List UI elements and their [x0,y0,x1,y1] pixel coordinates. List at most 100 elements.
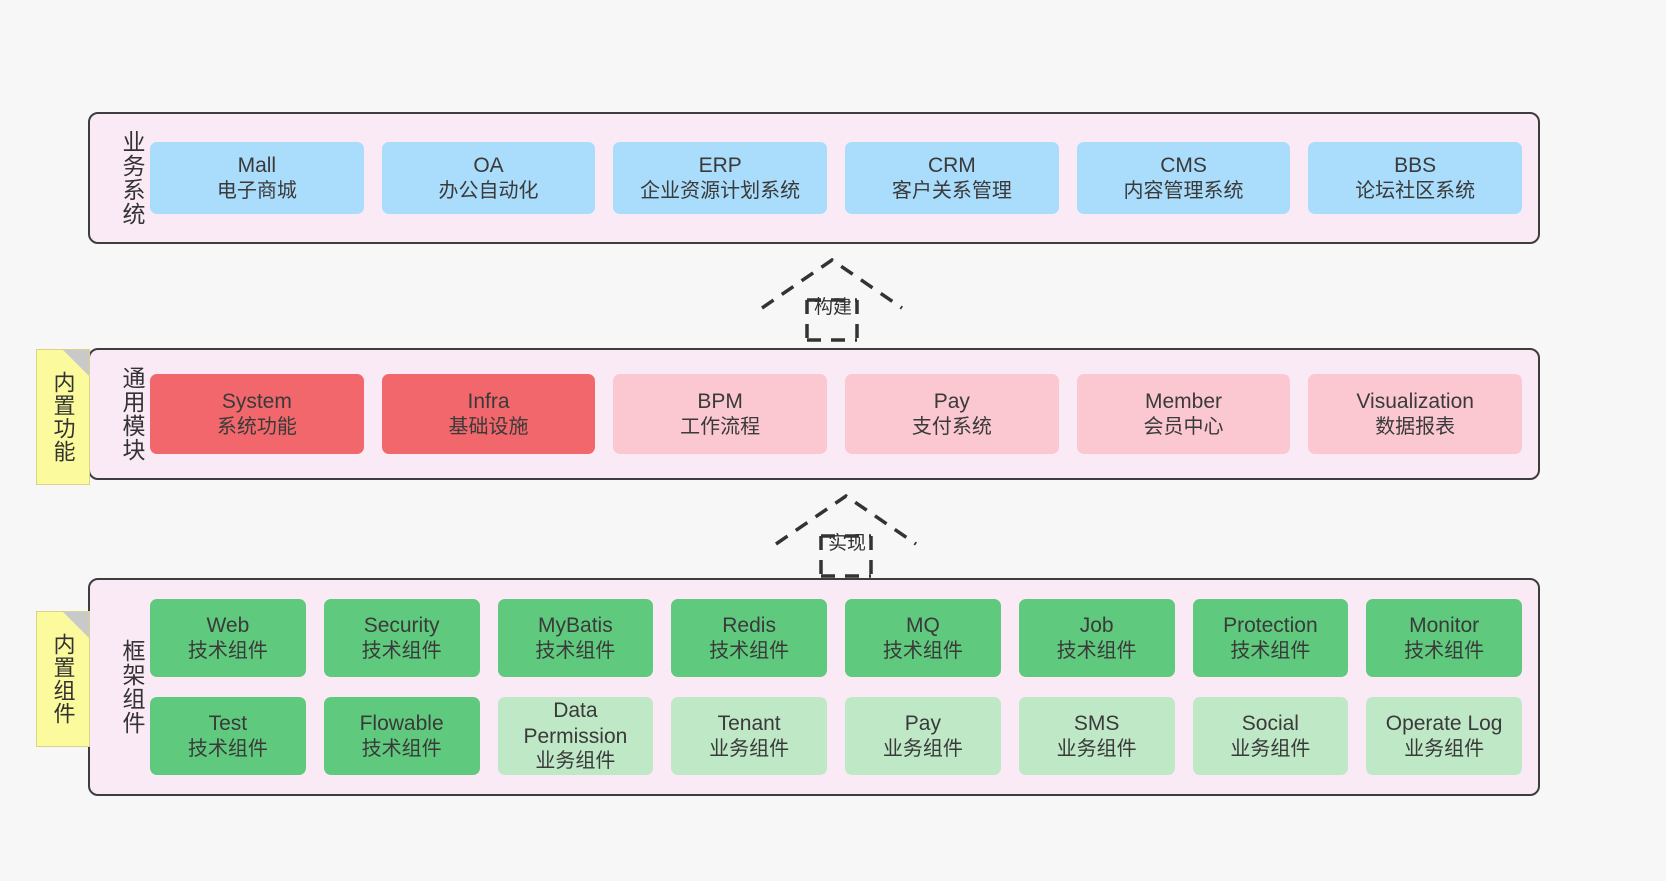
layer-common-modules: 通用模块 System 系统功能 Infra 基础设施 BPM 工作流程 Pay… [88,348,1540,480]
card-title: SMS [1073,712,1120,735]
card-title: Web [206,614,250,637]
layer-title-framework: 框架组件 [119,639,145,735]
card-title: Pay [904,712,941,735]
card-title: MQ [905,614,940,637]
card-subtitle: 企业资源计划系统 [640,179,801,202]
layer-framework-components: 框架组件 Web 技术组件 Security 技术组件 MyBatis 技术组件… [88,578,1540,796]
card-subtitle: 技术组件 [1056,639,1137,662]
card-data-permission[interactable]: Data Permission 业务组件 [497,697,654,775]
card-subtitle: 业务组件 [535,750,616,773]
layer-business-systems: 业务系统 Mall 电子商城 OA 办公自动化 ERP 企业资源计划系统 CRM… [88,112,1540,244]
card-crm[interactable]: CRM 客户关系管理 [845,142,1059,214]
page-fold-icon [63,612,89,638]
card-subtitle: 技术组件 [187,639,268,662]
card-sms[interactable]: SMS 业务组件 [1018,697,1175,775]
card-subtitle: 会员中心 [1143,415,1224,438]
card-subtitle: 内容管理系统 [1123,179,1244,202]
card-infra[interactable]: Infra 基础设施 [381,374,596,454]
card-title: Mall [237,154,277,177]
card-title: OA [473,154,504,177]
card-subtitle: 系统功能 [216,415,297,438]
card-subtitle: 电子商城 [216,179,297,202]
card-operate-log[interactable]: Operate Log 业务组件 [1366,697,1522,775]
card-title: BPM [697,390,743,413]
card-title: Member [1145,390,1223,413]
card-title: Visualization [1356,390,1474,413]
arrow-build: 构建 [752,256,912,342]
dashed-up-arrow-icon [761,257,903,342]
card-row: Test 技术组件 Flowable 技术组件 Data Permission … [150,697,1522,775]
card-subtitle: 业务组件 [1056,737,1137,760]
arrow-implement: 实现 [766,492,926,578]
card-subtitle: 技术组件 [709,639,790,662]
layer-title-business: 业务系统 [119,130,145,226]
card-title: Social [1241,712,1299,735]
card-subtitle: 业务组件 [1230,737,1311,760]
card-redis[interactable]: Redis 技术组件 [671,599,827,677]
card-oa[interactable]: OA 办公自动化 [381,142,596,214]
card-subtitle: 技术组件 [187,737,268,760]
card-bpm[interactable]: BPM 工作流程 [613,374,828,454]
card-erp[interactable]: ERP 企业资源计划系统 [613,142,828,214]
arrow-label-implement: 实现 [828,533,867,554]
card-subtitle: 支付系统 [911,415,992,438]
card-title: MyBatis [538,614,613,637]
card-subtitle: 技术组件 [1404,639,1485,662]
card-title: System [221,390,292,413]
card-title: Operate Log [1385,712,1503,735]
sticky-note-builtin-components: 内置组件 [36,611,90,747]
arrow-label-build: 构建 [814,297,853,318]
card-title: Monitor [1409,614,1480,637]
card-mq[interactable]: MQ 技术组件 [845,599,1001,677]
layer-body-business: Mall 电子商城 OA 办公自动化 ERP 企业资源计划系统 CRM 客户关系… [144,142,1538,214]
sticky-note-label: 内置功能 [50,371,76,463]
card-subtitle: 业务组件 [709,737,790,760]
card-flowable[interactable]: Flowable 技术组件 [323,697,480,775]
card-row: Web 技术组件 Security 技术组件 MyBatis 技术组件 Redi… [150,599,1522,677]
card-member[interactable]: Member 会员中心 [1076,374,1291,454]
sticky-note-builtin-functions: 内置功能 [36,349,90,485]
card-pay-module[interactable]: Pay 支付系统 [845,374,1059,454]
card-subtitle: 技术组件 [1230,639,1311,662]
card-title: Infra [467,390,510,413]
card-subtitle: 技术组件 [361,639,442,662]
card-row: System 系统功能 Infra 基础设施 BPM 工作流程 Pay 支付系统… [150,374,1523,454]
card-title: Flowable [359,712,444,735]
sticky-note-label: 内置组件 [50,633,76,725]
card-title: Test [208,712,248,735]
card-title: Data Permission [523,699,628,748]
page-fold-icon [63,350,89,376]
card-protection[interactable]: Protection 技术组件 [1192,599,1349,677]
card-mall[interactable]: Mall 电子商城 [150,142,364,214]
card-row: Mall 电子商城 OA 办公自动化 ERP 企业资源计划系统 CRM 客户关系… [150,142,1523,214]
card-tenant[interactable]: Tenant 业务组件 [671,697,827,775]
card-subtitle: 办公自动化 [438,179,539,202]
card-title: CRM [927,154,976,177]
card-web[interactable]: Web 技术组件 [150,599,306,677]
card-security[interactable]: Security 技术组件 [323,599,480,677]
card-pay-component[interactable]: Pay 业务组件 [845,697,1001,775]
card-monitor[interactable]: Monitor 技术组件 [1366,599,1522,677]
card-subtitle: 技术组件 [882,639,963,662]
card-title: Pay [933,390,970,413]
dashed-up-arrow-icon [775,493,917,578]
card-subtitle: 技术组件 [361,737,442,760]
layer-body-framework: Web 技术组件 Security 技术组件 MyBatis 技术组件 Redi… [144,599,1538,775]
card-subtitle: 客户关系管理 [891,179,1012,202]
card-social[interactable]: Social 业务组件 [1192,697,1349,775]
card-title: Tenant [717,712,781,735]
card-subtitle: 业务组件 [882,737,963,760]
layer-title-modules: 通用模块 [119,366,145,462]
card-title: BBS [1394,154,1437,177]
card-bbs[interactable]: BBS 论坛社区系统 [1308,142,1523,214]
card-title: Job [1079,614,1114,637]
card-title: Protection [1223,614,1318,637]
card-title: ERP [698,154,742,177]
card-system[interactable]: System 系统功能 [150,374,364,454]
card-mybatis[interactable]: MyBatis 技术组件 [497,599,654,677]
card-cms[interactable]: CMS 内容管理系统 [1076,142,1291,214]
card-test[interactable]: Test 技术组件 [150,697,306,775]
card-job[interactable]: Job 技术组件 [1018,599,1175,677]
card-visualization[interactable]: Visualization 数据报表 [1308,374,1523,454]
